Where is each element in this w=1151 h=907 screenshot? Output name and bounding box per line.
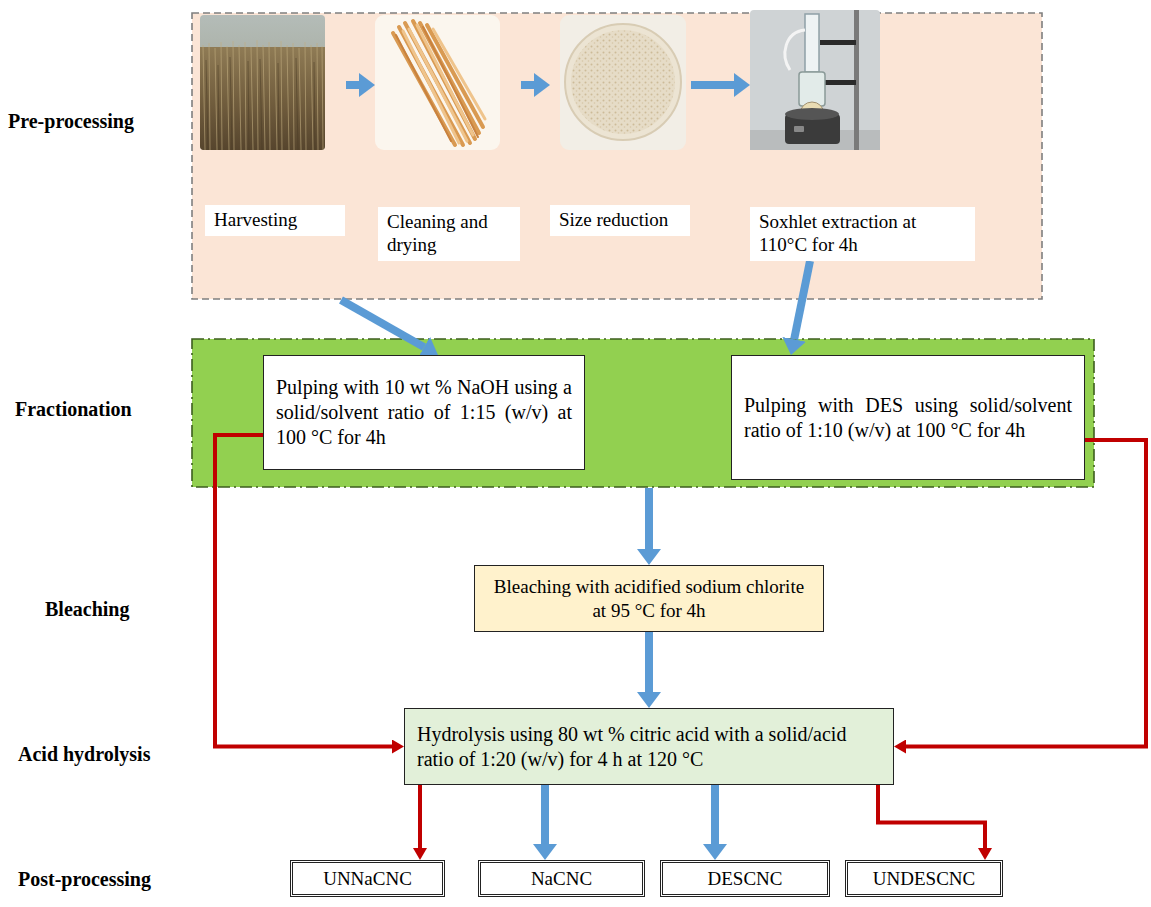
photo-tile: Soxhlet extraction at 110°C for 4h xyxy=(750,10,976,261)
product-box: UNNaCNC xyxy=(290,860,445,897)
field-photo xyxy=(200,15,325,150)
powder-photo xyxy=(560,15,686,150)
product-box: DESCNC xyxy=(660,860,830,897)
process-box: Pulping with DES using solid/solvent rat… xyxy=(731,355,1085,480)
flow-arrow xyxy=(691,81,734,89)
band-fill xyxy=(192,339,1094,487)
label-holder: Post-processing xyxy=(18,868,151,891)
stage-label: Acid hydrolysis xyxy=(18,743,150,766)
caption-box: Cleaning and drying xyxy=(378,207,520,261)
process-text: Hydrolysis using 80 wt % citric acid wit… xyxy=(417,722,881,772)
soxhlet-photo xyxy=(805,14,819,72)
flow-arrow xyxy=(906,440,1146,747)
process-box: Pulping with 10 wt % NaOH using a solid/… xyxy=(263,355,585,470)
product-name: NaCNC xyxy=(487,867,636,891)
band-fill xyxy=(192,13,1042,299)
stage-heading: Fractionation xyxy=(15,398,132,421)
label-holder: Acid hydrolysis xyxy=(18,743,150,766)
product-box: UNDESCNC xyxy=(845,860,1003,897)
photo-tile: Size reduction xyxy=(550,15,691,236)
stage-band: FractionationPulping with 10 wt % NaOH u… xyxy=(191,338,1095,488)
heading-holder: Fractionation xyxy=(15,398,132,421)
soxhlet-photo xyxy=(794,126,804,132)
powder-photo xyxy=(565,24,681,140)
soxhlet-photo xyxy=(785,30,805,70)
photo-caption: Harvesting xyxy=(214,209,336,232)
label-holder: Bleaching xyxy=(45,598,129,621)
soxhlet-photo xyxy=(750,10,880,150)
field-photo xyxy=(200,15,325,150)
powder-photo xyxy=(571,30,675,134)
stalks-photo xyxy=(375,15,500,150)
stalks-photo xyxy=(393,21,485,145)
product-name: UNNaCNC xyxy=(299,867,436,891)
photo-caption: Size reduction xyxy=(559,209,681,232)
stalks-photo xyxy=(396,27,478,141)
stage-label: Bleaching xyxy=(45,598,129,621)
flow-arrow xyxy=(418,785,422,848)
soxhlet-photo xyxy=(820,40,856,45)
field-photo xyxy=(203,40,323,150)
process-text: Bleaching with acidified sodium chlorite… xyxy=(487,575,811,623)
process-box: Bleaching with acidified sodium chlorite… xyxy=(474,565,824,632)
stalks-photo xyxy=(375,15,500,150)
process-box: Hydrolysis using 80 wt % citric acid wit… xyxy=(404,708,894,785)
flow-arrow xyxy=(711,785,719,844)
stage-band: Pre-processingHarvestingCleaning and dry… xyxy=(191,12,1043,300)
flow-arrow xyxy=(341,300,424,347)
caption-box: Size reduction xyxy=(550,205,690,236)
flow-arrow xyxy=(645,488,653,549)
soxhlet-photo xyxy=(750,10,880,150)
heading-holder: Pre-processing xyxy=(8,110,134,133)
powder-photo xyxy=(560,15,686,150)
flow-arrow xyxy=(346,81,359,89)
product-name: DESCNC xyxy=(669,867,821,891)
flow-arrow xyxy=(521,81,534,89)
flow-arrow xyxy=(794,261,810,339)
flow-arrow xyxy=(878,785,985,848)
caption-box: Soxhlet extraction at 110°C for 4h xyxy=(750,207,975,261)
process-text: Pulping with DES using solid/solvent rat… xyxy=(744,393,1072,443)
caption-box: Harvesting xyxy=(205,205,345,236)
photo-tile: Harvesting xyxy=(200,15,346,236)
soxhlet-photo xyxy=(799,72,825,106)
photo-tile: Cleaning and drying xyxy=(375,15,521,261)
field-photo xyxy=(206,57,315,150)
soxhlet-photo xyxy=(785,108,839,120)
process-text: Pulping with 10 wt % NaOH using a solid/… xyxy=(276,375,572,450)
photo-caption: Soxhlet extraction at 110°C for 4h xyxy=(759,211,966,257)
stage-heading: Pre-processing xyxy=(8,110,134,133)
photo-caption: Cleaning and drying xyxy=(387,211,511,257)
stage-label: Post-processing xyxy=(18,868,151,891)
flow-arrow xyxy=(645,632,653,692)
flow-arrow xyxy=(215,435,392,747)
product-name: UNDESCNC xyxy=(854,867,994,891)
flow-arrow xyxy=(541,785,549,844)
product-box: NaCNC xyxy=(478,860,645,897)
